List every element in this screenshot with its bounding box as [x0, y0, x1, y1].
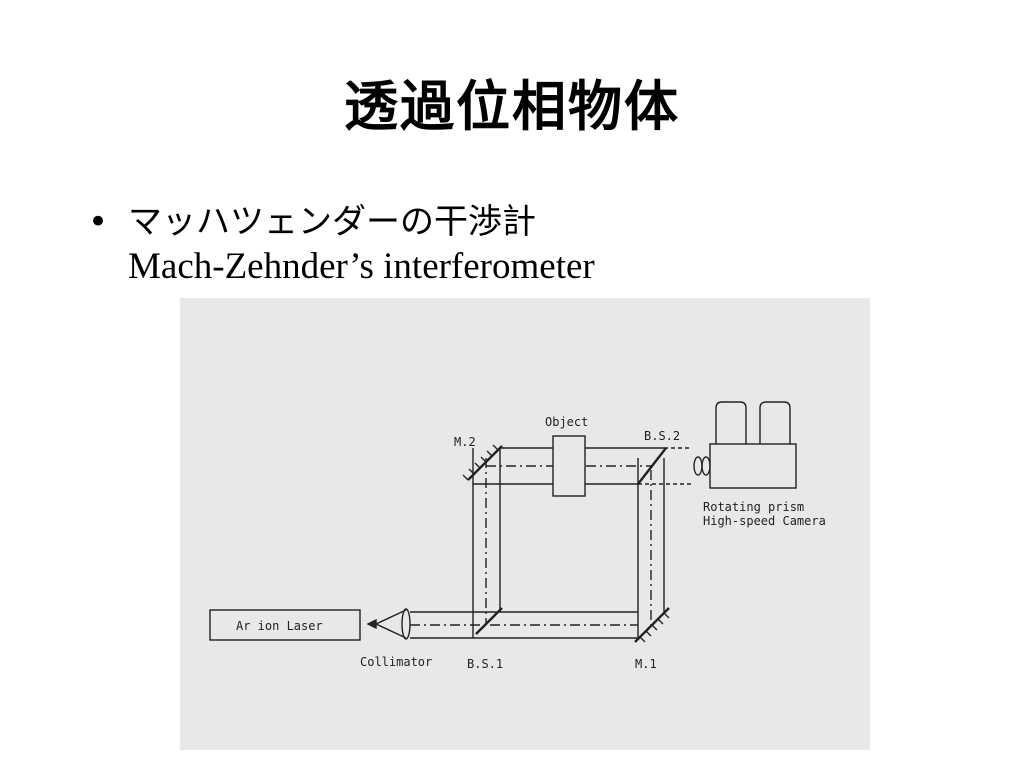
beam-splitter-2 [637, 447, 667, 485]
collimator-lens [401, 608, 411, 640]
collimator-focus [366, 618, 377, 630]
bullet-symbol: • [88, 202, 109, 242]
camera-label-line2: High-speed Camera [703, 514, 826, 528]
interferometer-diagram: Ar ion Laser Collimator B.S.1 M.1 M.2 B.… [180, 298, 870, 750]
laser-box [209, 609, 361, 641]
beam-splitter-1 [475, 607, 503, 635]
object-box [552, 435, 586, 497]
camera-reel-left [715, 401, 747, 444]
object-label: Object [545, 415, 588, 429]
collimator-label: Collimator [360, 655, 432, 669]
camera-lens-back [701, 456, 711, 476]
camera-label-line1: Rotating prism [703, 500, 804, 514]
bs1-label: B.S.1 [467, 657, 503, 671]
bullet-item: • マッハツェンダーの干渉計 Mach-Zehnder’s interferom… [88, 200, 595, 290]
collimator-beam-top [375, 609, 407, 625]
bullet-text: マッハツェンダーの干渉計 Mach-Zehnder’s interferomet… [128, 200, 595, 290]
bs2-label: B.S.2 [644, 429, 680, 443]
mirror-1-hatch [639, 612, 670, 643]
m2-label: M.2 [454, 435, 476, 449]
camera-lens-front [693, 456, 703, 476]
camera-reel-right [759, 401, 791, 444]
bullet-japanese-text: マッハツェンダーの干渉計 [128, 202, 536, 242]
bullet-english-text: Mach-Zehnder’s interferometer [128, 246, 595, 287]
camera-body [709, 443, 797, 489]
laser-label: Ar ion Laser [236, 619, 323, 633]
mirror-2-hatch [462, 444, 499, 481]
interferometer-svg: Ar ion Laser Collimator B.S.1 M.1 M.2 B.… [209, 401, 826, 671]
m1-label: M.1 [635, 657, 657, 671]
slide-title: 透過位相物体 [344, 75, 680, 138]
collimator-beam-bottom [375, 623, 407, 639]
